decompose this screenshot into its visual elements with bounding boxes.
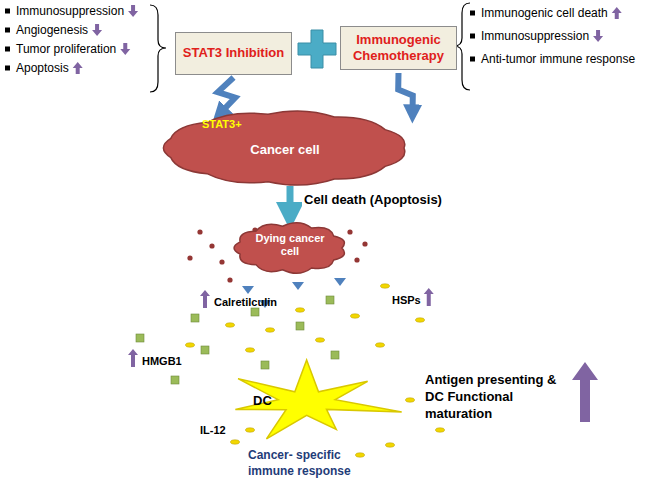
annotation-label: HSPs — [392, 294, 421, 306]
bullet — [470, 57, 475, 62]
annotation-label: Antigen presenting & DC Functional matur… — [425, 372, 575, 423]
particle — [347, 229, 352, 234]
decrease-arrow — [128, 5, 138, 17]
particle — [292, 282, 304, 290]
dendritic-cell-outline — [235, 360, 401, 439]
particle — [209, 243, 214, 248]
flow-arrow — [287, 186, 294, 216]
particle — [246, 348, 255, 352]
particle — [334, 278, 346, 286]
particle — [331, 351, 339, 359]
particle — [226, 323, 235, 327]
particle — [219, 259, 224, 264]
particle — [381, 284, 390, 288]
particle — [186, 343, 195, 347]
dendritic-cell-outline — [215, 360, 410, 445]
annotation-label: HMGB1 — [142, 355, 182, 367]
annotation-label: Immunosuppression — [16, 4, 124, 18]
edge-label: Cell death (Apoptosis) — [302, 192, 444, 207]
increase-arrow — [200, 290, 210, 308]
dendritic-cell: DC — [215, 360, 410, 445]
increase-arrow — [424, 288, 434, 306]
increase-arrow — [73, 62, 83, 74]
annotation-label: Immunogenic cell death — [481, 6, 608, 20]
treatment-box: Immunogenic Chemotherapy — [340, 26, 457, 70]
particle — [351, 314, 360, 318]
particle — [376, 343, 385, 347]
annotation-label: Angiogenesis — [16, 23, 88, 37]
particle — [386, 443, 395, 447]
bullet — [5, 47, 10, 52]
node-text: DC — [253, 393, 272, 408]
node-text: Dying cancer cell — [250, 232, 330, 258]
bullet — [5, 28, 10, 33]
cancer-cell: STAT3+ Cancer cell — [160, 108, 410, 188]
particle — [266, 328, 275, 332]
annotation-label: Apoptosis — [16, 61, 69, 75]
increase-arrow — [612, 7, 622, 19]
particle — [354, 257, 359, 262]
bullet — [470, 11, 475, 16]
particle — [231, 440, 240, 444]
annotation-label: IL-12 — [200, 424, 226, 436]
particle — [416, 318, 425, 322]
bullet — [5, 9, 10, 14]
decrease-arrow — [120, 43, 130, 55]
increase-arrow — [572, 362, 598, 422]
particle — [242, 286, 254, 294]
particle — [136, 334, 144, 342]
increase-arrow — [128, 349, 138, 367]
node-text: STAT3+ — [202, 118, 242, 130]
bullet — [470, 34, 475, 39]
particle — [191, 314, 199, 322]
particle — [261, 361, 269, 369]
particle — [296, 308, 305, 312]
particle — [316, 338, 325, 342]
particle — [187, 255, 192, 260]
particle — [251, 308, 259, 316]
particle — [356, 453, 365, 457]
particle — [406, 398, 415, 402]
particle — [296, 322, 304, 330]
decrease-arrow — [593, 30, 603, 42]
particle — [197, 229, 202, 234]
particle — [326, 296, 334, 304]
node-text: Cancer cell — [160, 142, 410, 157]
annotation-label: Tumor proliferation — [16, 42, 116, 56]
annotation-label: Anti-tumor immune response — [481, 52, 635, 66]
bullet — [5, 66, 10, 71]
dying-cell: Dying cancer cell — [232, 220, 348, 276]
treatment-box: STAT3 Inhibition — [175, 32, 292, 75]
particle — [362, 241, 367, 246]
particle — [227, 277, 232, 282]
annotation-label: Calretilculin — [214, 296, 277, 308]
annotation-label: Immunosuppression — [481, 29, 589, 43]
particle — [436, 428, 445, 432]
particle — [171, 376, 179, 384]
dying-cell-outline — [234, 223, 344, 274]
decrease-arrow — [92, 24, 102, 36]
lightning-connector — [218, 78, 235, 115]
plus-sign — [298, 30, 336, 68]
bracket — [150, 5, 166, 92]
node-text: Immunogenic Chemotherapy — [347, 32, 450, 65]
node-text: STAT3 Inhibition — [183, 45, 284, 61]
lightning-connector — [398, 73, 413, 114]
particle — [246, 428, 255, 432]
annotation-label: Cancer- specific immune response — [248, 448, 368, 479]
particle — [201, 346, 209, 354]
